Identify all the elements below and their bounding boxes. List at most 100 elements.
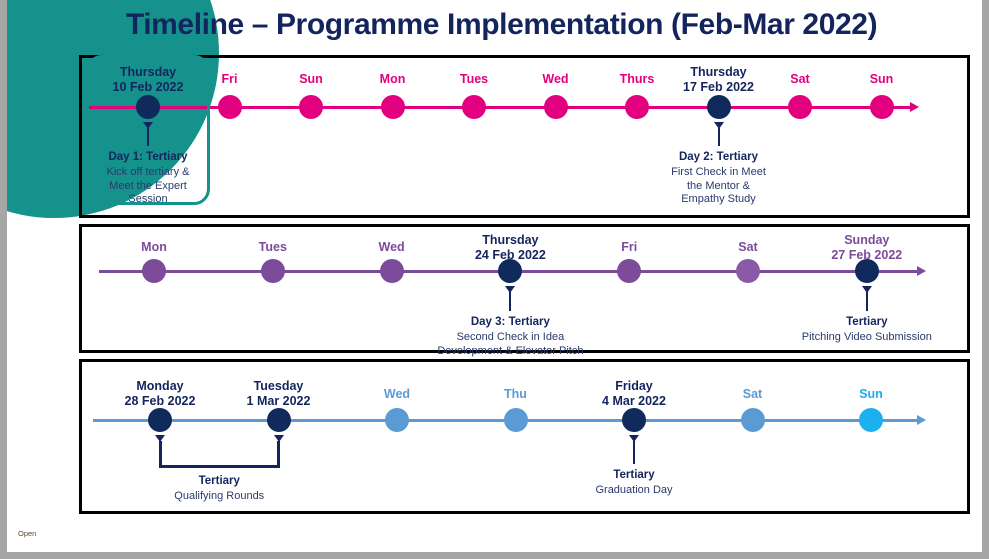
day-label-line: Mon [379,72,406,86]
timeline-day-dot[interactable] [543,95,568,119]
timeline-day-label: Sun [786,387,956,401]
callout-connector-line [147,128,149,146]
bracket-riser-1 [158,441,162,465]
timeline-day-dot[interactable] [740,408,765,432]
timeline-panel-3 [79,359,970,514]
callout-description-line: Development & Elevator Pitch [437,344,584,357]
day-label-line: Fri [621,240,638,254]
timeline-milestone-dot[interactable] [498,259,523,283]
day-label-line: 28 Feb 2022 [124,394,196,408]
callout-connector-line [865,292,868,311]
timeline-day-dot[interactable] [260,259,285,283]
day-label-line: Wed [383,387,411,401]
bracket-crossbar [158,465,280,468]
day-label-line: Fri [221,72,238,86]
timeline-panel-1 [79,55,970,218]
timeline-milestone-dot[interactable] [266,408,291,432]
timeline-arrowhead-3 [917,415,926,425]
callout-description-line: Pitching Video Submission [801,331,932,343]
timeline-day-label: Thu [431,387,601,401]
timeline-day-dot[interactable] [462,95,486,119]
day-label-line: Thursday [482,233,539,247]
timeline-day-label: Thurs [552,72,722,86]
callout-description: Graduation Day [524,484,744,498]
timeline-day-label: Sat [668,387,838,401]
timeline-day-label: Sat [715,72,885,86]
day-label-line: Tues [258,240,287,254]
timeline-day-label: Fri [544,240,714,254]
timeline-day-dot[interactable] [736,259,760,283]
day-label-line: Mon [141,240,167,254]
timeline-day-dot[interactable] [503,408,528,432]
timeline-day-dot[interactable] [385,408,409,432]
timeline-day-dot[interactable] [859,408,883,432]
day-label-line: Thurs [619,72,655,86]
day-label-line: Tues [459,72,489,86]
timeline-panel-2 [79,224,970,353]
callout-title: Tertiary [613,469,655,481]
timeline-day-label: Sat [663,240,833,254]
timeline-day-label: Tues [188,240,358,254]
timeline-milestone-dot[interactable] [148,408,172,432]
bracket-callout-title: Tertiary [198,475,240,487]
timeline-day-dot[interactable] [217,95,242,119]
timeline-day-label: Mon [69,240,239,254]
bracket-riser-2 [277,441,280,465]
day-label-line: Sun [869,72,894,86]
timeline-axis-1 [87,106,910,109]
timeline-day-dot[interactable] [379,259,404,283]
timeline-day-dot[interactable] [625,95,649,119]
timeline-arrowhead-1 [910,102,919,112]
timeline-day-label: Fri [145,72,315,86]
callout-connector-line [717,128,720,146]
timeline-day-label: Mon [308,72,478,86]
timeline-day-label: Wed [312,387,482,401]
timeline-milestone-dot[interactable] [136,95,160,119]
page-title: Timeline – Programme Implementation (Feb… [125,8,878,41]
callout-description-line: Second Check in Idea [456,331,565,343]
day-label-line: 1 Mar 2022 [246,394,311,408]
callout-title: Tertiary [846,316,888,328]
timeline-milestone-dot[interactable] [854,259,879,283]
callout-connector-line [633,441,635,464]
day-label-line: 27 Feb 2022 [831,248,903,262]
day-label-line: Sunday [844,233,890,247]
timeline-day-dot[interactable] [142,259,166,283]
day-label-line: 17 Feb 2022 [683,80,754,94]
day-label-line: Sun [299,72,323,86]
day-label-line: 10 Feb 2022 [112,80,184,94]
day-label-line: 4 Mar 2022 [602,394,666,408]
day-label-line: Monday [136,379,184,393]
callout-description-line: First Check in Meet [671,166,766,178]
timeline-day-dot[interactable] [380,95,405,119]
timeline-day-label: Tues [389,72,559,86]
timeline-day-dot[interactable] [788,95,812,119]
timeline-milestone-dot[interactable] [706,95,731,119]
callout-connector-line [509,292,512,311]
day-label-line: Thursday [690,65,747,79]
timeline-day-dot[interactable] [869,95,894,119]
timeline-day-dot[interactable] [299,95,323,119]
day-label-line: Tuesday [253,379,304,393]
callout-title: Day 1: Tertiary [108,151,188,163]
timeline-milestone-dot[interactable] [622,408,646,432]
callout-description-line: Kick off tertiary & [106,166,190,178]
day-label-line: Wed [378,240,405,254]
timeline-day-label: Wed [307,240,477,254]
timeline-day-dot[interactable] [617,259,642,283]
bracket-callout-description-line: Qualifying Rounds [174,490,265,502]
callout-description-line: Graduation Day [595,484,673,496]
